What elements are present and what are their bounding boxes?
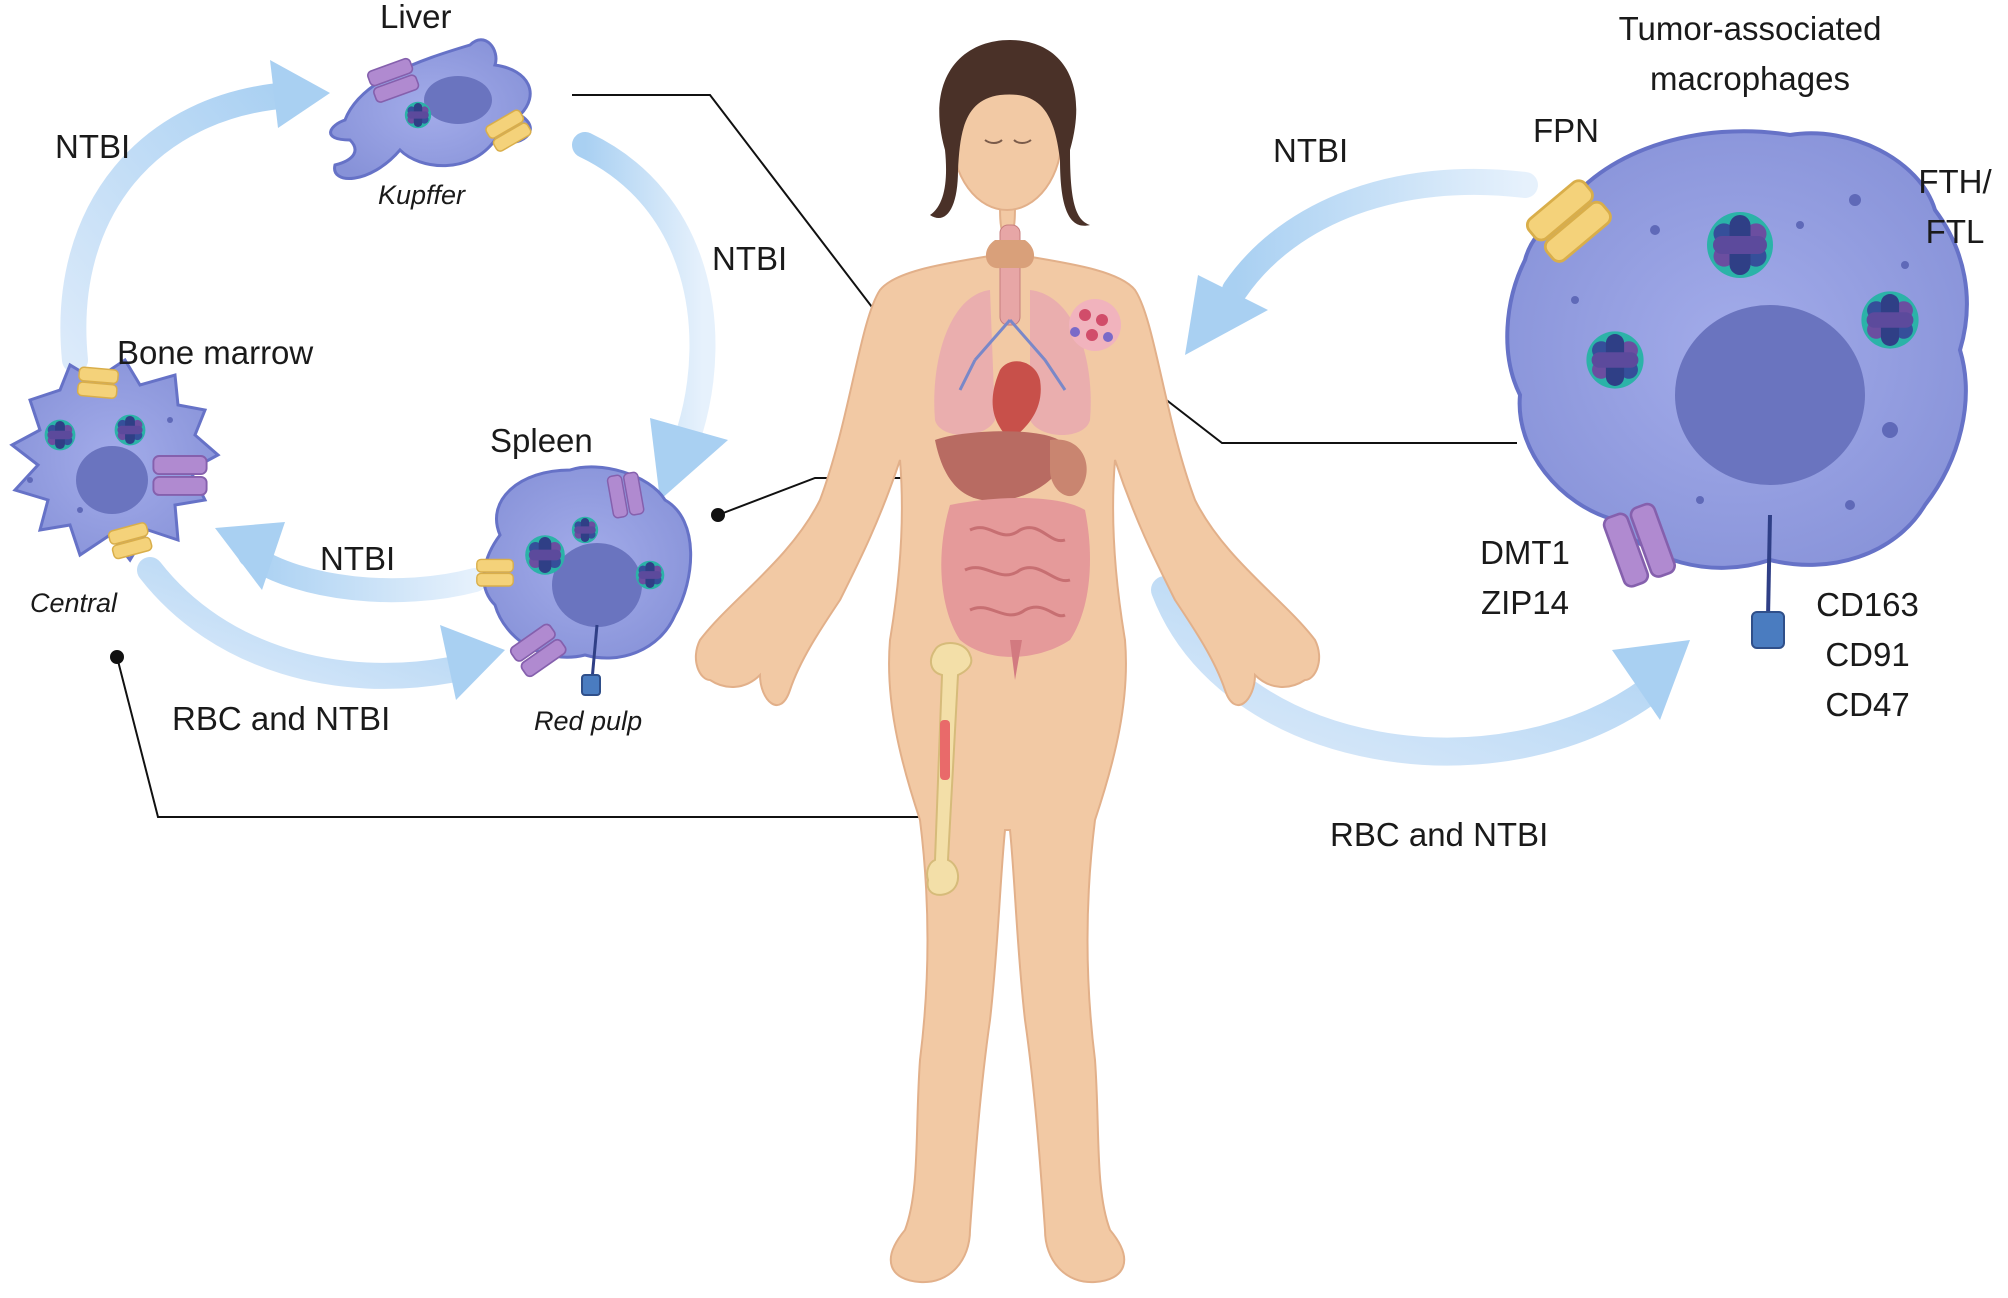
label-ntbi-bm-to-liver: NTBI (55, 128, 131, 165)
label-liver: Liver (380, 0, 452, 35)
spleen-cell (476, 465, 693, 696)
bone-marrow-cell (9, 357, 221, 563)
tumor-associated-macrophage (1505, 129, 1969, 649)
label-tumor-associated-macrophages: Tumor-associated macrophages (1580, 4, 1920, 104)
label-rbc-ntbi-bm-to-spleen: RBC and NTBI (172, 700, 391, 737)
arrow-bm-to-liver (60, 60, 330, 373)
label-red-pulp: Red pulp (534, 706, 643, 736)
label-tam-line2: macrophages (1650, 60, 1850, 97)
arrow-liver-to-spleen (572, 132, 728, 500)
kupffer-cell (329, 38, 534, 180)
label-cd91: CD91 (1825, 636, 1910, 673)
label-receptors: CD163 CD91 CD47 (1810, 580, 1925, 730)
label-rbc-ntbi-body-to-tam: RBC and NTBI (1330, 816, 1549, 853)
label-spleen: Spleen (490, 422, 593, 459)
label-central: Central (30, 588, 118, 618)
label-ntbi-tam-to-body: NTBI (1273, 132, 1349, 169)
label-kupffer: Kupffer (378, 180, 466, 210)
bone-icon (926, 642, 973, 896)
label-zip14: ZIP14 (1480, 584, 1570, 621)
tumor-icon (1069, 299, 1121, 351)
label-dmt1: DMT1 (1480, 534, 1570, 571)
arrow-bm-to-spleen (137, 557, 505, 700)
label-fpn: FPN (1533, 112, 1599, 149)
arrow-tam-to-body (1185, 168, 1538, 355)
label-ntbi-liver-to-spleen: NTBI (712, 240, 788, 277)
label-cd47: CD47 (1825, 686, 1910, 723)
label-bone-marrow: Bone marrow (117, 334, 314, 371)
label-ftl: FTL (1925, 213, 1985, 250)
label-tam-line1: Tumor-associated (1618, 10, 1882, 47)
label-cd163: CD163 (1816, 586, 1919, 623)
arrow-spleen-to-bm (215, 522, 487, 603)
label-fth-ftl: FTH/ FTL (1910, 157, 2000, 257)
label-ntbi-spleen-to-bm: NTBI (320, 540, 396, 577)
human-body (694, 40, 1321, 1284)
label-fth: FTH/ (1918, 163, 1992, 200)
arrow-body-to-tam (1151, 576, 1690, 766)
label-dmt1-zip14: DMT1 ZIP14 (1470, 528, 1580, 628)
